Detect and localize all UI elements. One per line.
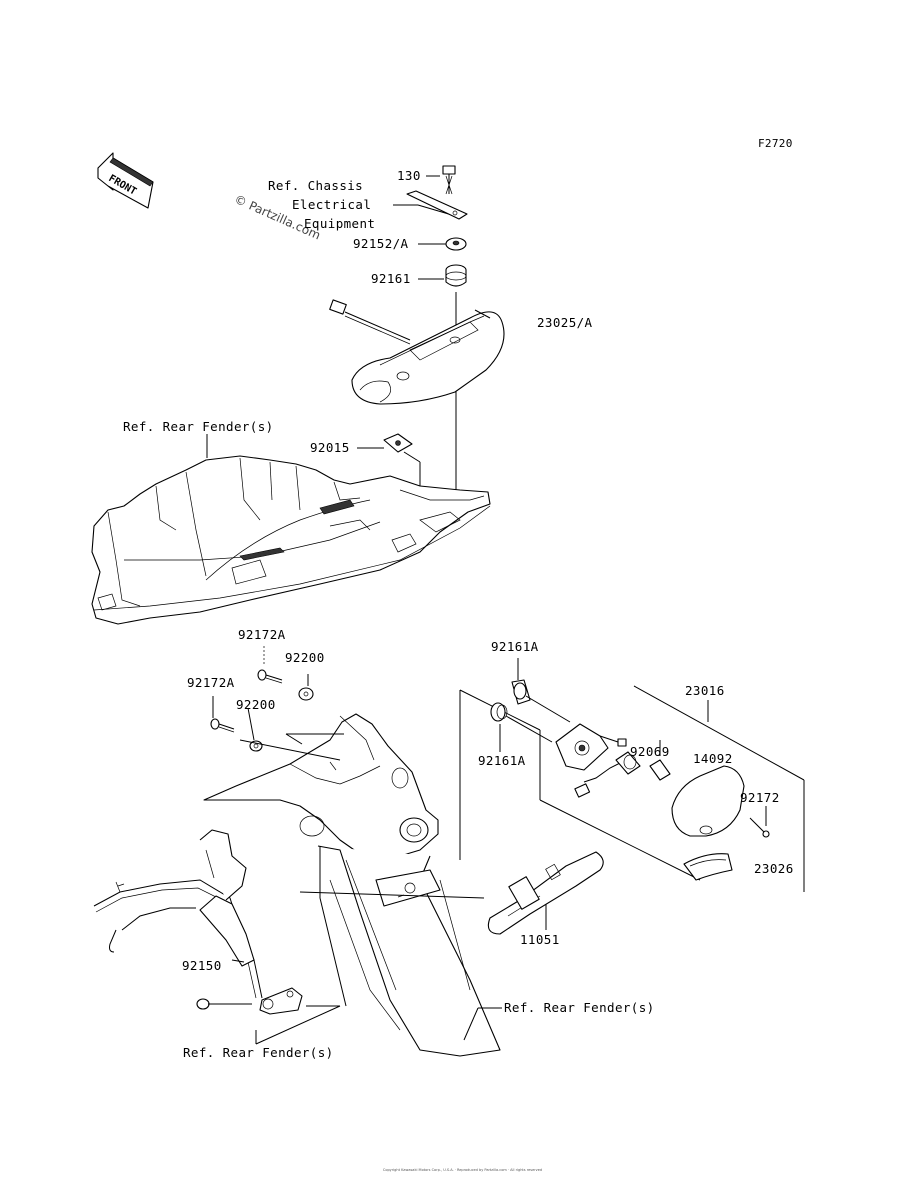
screw-92172-icon bbox=[749, 806, 770, 838]
washer-92200-upper-icon bbox=[298, 674, 314, 701]
label-92069[interactable]: 92069 bbox=[630, 744, 670, 759]
bracket-plate-icon bbox=[406, 190, 468, 220]
figure-id: F2720 bbox=[758, 137, 793, 150]
washer-92152a-icon bbox=[445, 237, 467, 251]
washer-92200-lower-icon bbox=[247, 707, 263, 752]
grommet-92161-icon bbox=[445, 264, 467, 287]
bracket-11051-icon bbox=[487, 851, 604, 935]
lens-23016-icon bbox=[671, 765, 745, 837]
license-light-housing-icon bbox=[555, 723, 627, 771]
label-92172[interactable]: 92172 bbox=[740, 790, 780, 805]
label-ref-chassis-line3[interactable]: Equipment bbox=[304, 216, 376, 231]
label-ref-rear-fender-top[interactable]: Ref. Rear Fender(s) bbox=[123, 419, 274, 434]
nut-92015-icon bbox=[383, 433, 413, 453]
label-92172a-mid[interactable]: 92172A bbox=[187, 675, 235, 690]
label-92152a[interactable]: 92152/A bbox=[353, 236, 409, 251]
bulb-socket-92069-icon bbox=[574, 751, 641, 798]
bolt-130-icon bbox=[442, 165, 456, 195]
reflector-23026-icon bbox=[683, 853, 733, 881]
label-92150[interactable]: 92150 bbox=[182, 958, 222, 973]
label-23026[interactable]: 23026 bbox=[754, 861, 794, 876]
label-ref-chassis-line1[interactable]: Ref. Chassis bbox=[268, 178, 364, 193]
label-23016[interactable]: 23016 bbox=[685, 683, 725, 698]
label-ref-rear-fender-bottom[interactable]: Ref. Rear Fender(s) bbox=[183, 1045, 334, 1060]
label-92161a-bottom[interactable]: 92161A bbox=[478, 753, 526, 768]
grommet-92161a-lower-icon bbox=[490, 702, 553, 752]
label-14092[interactable]: 14092 bbox=[693, 751, 733, 766]
tail-light-assembly-icon bbox=[329, 299, 505, 405]
footer-copyright: Copyright Kawasaki Motors Corp., U.S.A. … bbox=[382, 1168, 543, 1172]
lower-mount-plate-icon bbox=[196, 987, 303, 1015]
label-92161a-top[interactable]: 92161A bbox=[491, 639, 539, 654]
label-11051[interactable]: 11051 bbox=[520, 932, 560, 947]
rear-fender-icon bbox=[91, 455, 491, 625]
label-92172a-top[interactable]: 92172A bbox=[238, 627, 286, 642]
label-92161[interactable]: 92161 bbox=[371, 271, 411, 286]
label-92015[interactable]: 92015 bbox=[310, 440, 350, 455]
label-92200-top[interactable]: 92200 bbox=[285, 650, 325, 665]
screw-92172a-upper-icon bbox=[257, 646, 283, 684]
label-ref-rear-fender-right[interactable]: Ref. Rear Fender(s) bbox=[504, 1000, 655, 1015]
screw-92172a-lower-icon bbox=[210, 696, 235, 733]
dimension-lines bbox=[218, 685, 805, 1045]
label-ref-chassis-line2[interactable]: Electrical bbox=[292, 197, 372, 212]
grommet-92161a-upper-icon bbox=[511, 658, 571, 723]
front-arrow-icon: FRONT bbox=[97, 152, 154, 209]
label-92200-mid[interactable]: 92200 bbox=[236, 697, 276, 712]
license-plate-bracket-icon bbox=[203, 713, 501, 1057]
label-130[interactable]: 130 bbox=[397, 168, 421, 183]
bulb-14092-icon bbox=[649, 740, 671, 781]
label-23025a[interactable]: 23025/A bbox=[537, 315, 593, 330]
wiring-harness-stay-icon bbox=[93, 829, 263, 999]
